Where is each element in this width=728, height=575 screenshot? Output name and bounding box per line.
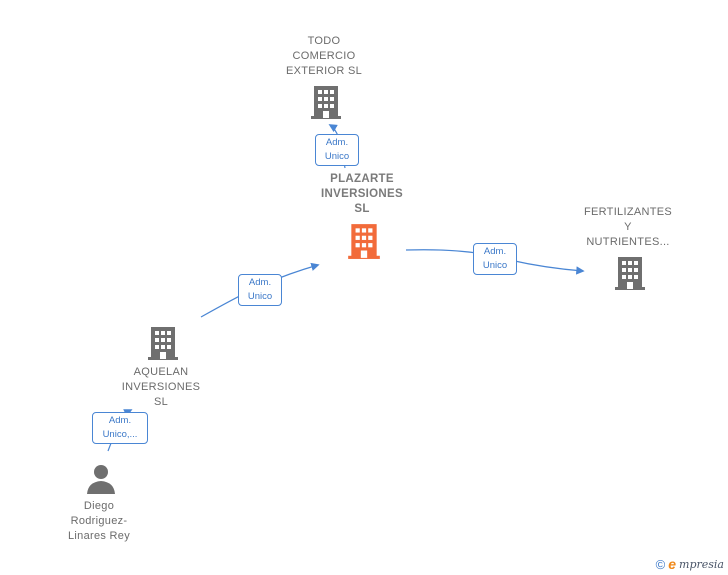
copyright-symbol: © <box>655 556 666 572</box>
edge-label-aquelan-plazarte[interactable]: Adm. Unico <box>238 274 282 306</box>
building-icon[interactable] <box>347 222 381 260</box>
brand-logo-initial: e <box>668 556 677 572</box>
node-label-diego[interactable]: Diego Rodriguez- Linares Rey <box>68 500 130 542</box>
building-icon[interactable] <box>614 255 646 291</box>
node-label-todo-comercio[interactable]: TODO COMERCIO EXTERIOR SL <box>285 35 363 77</box>
edge-label-plazarte-fertilizantes[interactable]: Adm. Unico <box>473 243 517 275</box>
person-icon[interactable] <box>86 463 116 495</box>
edge-label-diego-aquelan[interactable]: Adm. Unico,... <box>92 412 148 444</box>
building-icon[interactable] <box>310 84 342 120</box>
building-icon[interactable] <box>147 325 179 361</box>
edge-label-plazarte-todo[interactable]: Adm. Unico <box>315 134 359 166</box>
brand-logo-name: mpresia <box>679 557 724 571</box>
node-label-aquelan[interactable]: AQUELAN INVERSIONES SL <box>121 366 201 408</box>
node-label-plazarte[interactable]: PLAZARTE INVERSIONES SL <box>321 173 403 215</box>
node-label-fertilizantes[interactable]: FERTILIZANTES Y NUTRIENTES... <box>583 206 673 248</box>
